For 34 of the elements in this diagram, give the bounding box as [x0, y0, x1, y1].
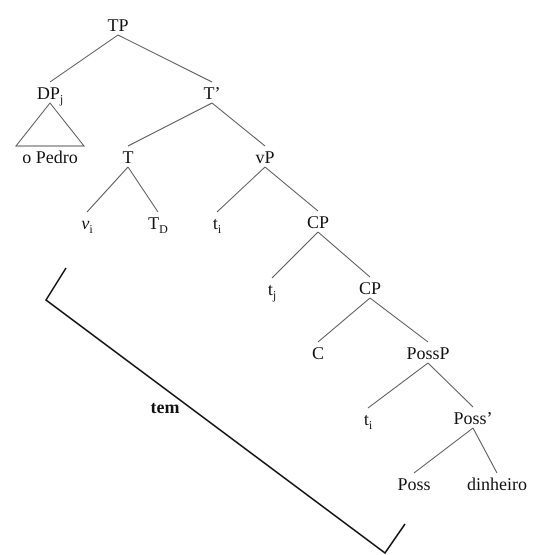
tree-node-label: C — [312, 344, 324, 362]
bracket-label: tem — [150, 398, 180, 416]
tree-branch-line — [318, 298, 370, 342]
tree-branch-line — [368, 362, 428, 408]
tree-branch-line — [86, 166, 128, 212]
tree-branch-line — [318, 232, 370, 278]
tree-branch-line — [272, 232, 318, 278]
tree-branch-line — [50, 34, 118, 82]
tree-node-label: dinheiro — [467, 475, 527, 493]
tree-branch-line — [428, 362, 474, 408]
tree-node-label: T$_{D}$ — [148, 214, 168, 232]
tree-node-label: Poss’ — [454, 409, 492, 427]
tree-branch-line — [212, 102, 266, 146]
tree-node-label: v$_{i}$ — [81, 214, 93, 232]
triangle-branch — [14, 102, 86, 146]
tree-branch-line — [128, 102, 212, 146]
tree-node-label: Poss — [397, 475, 431, 493]
tree-branch-line — [118, 34, 212, 82]
tree-branch-line — [472, 428, 498, 474]
tree-node-label: CP — [306, 213, 330, 231]
tree-node-label: PossP — [406, 344, 450, 362]
tree-branch-line — [128, 166, 158, 212]
tree-node-label: TP — [108, 16, 128, 34]
tree-branch-line — [370, 298, 428, 342]
tree-node-label: o Pedro — [22, 148, 78, 166]
tree-node-label: t$_{i}$ — [212, 214, 222, 232]
tree-node-label: T’ — [204, 84, 220, 102]
tree-node-label: vP — [256, 148, 274, 166]
tree-node-label: T — [122, 148, 134, 166]
tree-branch-line — [264, 166, 318, 212]
tree-branch-line — [216, 166, 266, 212]
tree-node-label: CP — [358, 279, 382, 297]
tree-node-label: t$_{i}$ — [364, 410, 372, 428]
tree-branch-line — [414, 428, 474, 474]
